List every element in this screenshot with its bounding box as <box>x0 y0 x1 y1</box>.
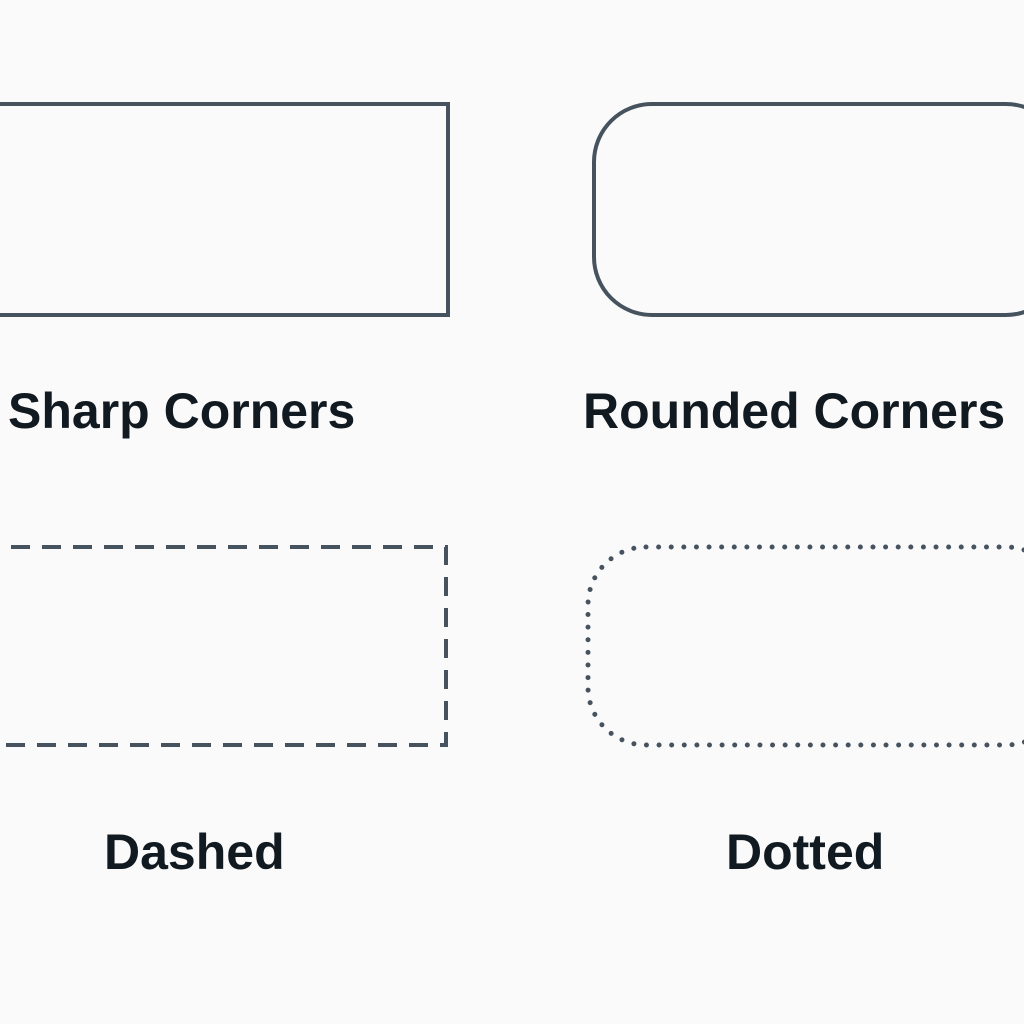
dotted-rectangle <box>585 544 1024 748</box>
dotted-label: Dotted <box>726 824 885 880</box>
dashed-rectangle <box>0 545 448 747</box>
sharp-corners-label: Sharp Corners <box>8 383 356 439</box>
sharp-corners-rectangle <box>0 102 450 317</box>
dashed-label: Dashed <box>104 824 285 880</box>
rounded-corners-rectangle <box>592 102 1024 317</box>
rounded-corners-label: Rounded Corners <box>583 383 1006 439</box>
